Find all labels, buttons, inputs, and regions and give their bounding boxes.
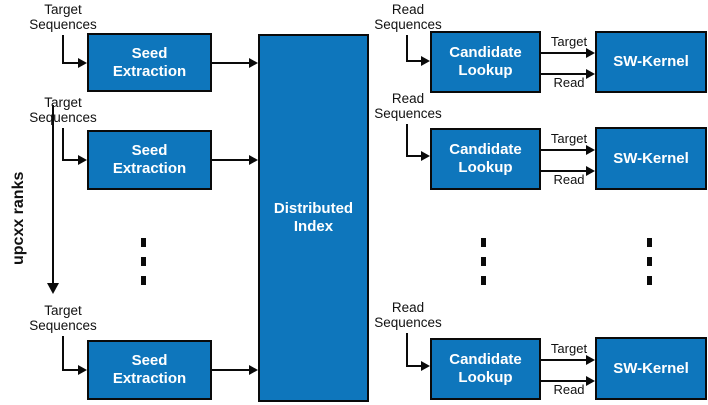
read-sequences-label-1: Read Sequences	[374, 2, 442, 33]
lookup-to-kernel-read-line-2	[541, 170, 588, 172]
edge-label-read-2: Read	[553, 172, 585, 187]
target-input-arrowhead-icon-3	[78, 365, 87, 375]
seed-to-index-arrowhead-icon-1	[249, 58, 258, 68]
upcxx-ranks-axis-line	[52, 105, 54, 283]
lookup-to-kernel-read-arrowhead-icon-3	[586, 376, 595, 386]
target-input-hline-1	[62, 62, 79, 64]
read-input-hline-2	[406, 155, 423, 157]
seed-extraction-box-2[interactable]: Seed Extraction	[87, 130, 212, 190]
lookup-to-kernel-target-arrowhead-icon-1	[586, 48, 595, 58]
read-input-arrowhead-icon-2	[421, 151, 430, 161]
read-sequences-label-2: Read Sequences	[374, 91, 442, 122]
vertical-ellipsis-sw-kernel	[646, 238, 652, 285]
lookup-to-kernel-target-line-2	[541, 149, 588, 151]
read-input-hline-3	[406, 365, 423, 367]
target-input-vline-1	[62, 35, 64, 64]
edge-label-read-3: Read	[553, 382, 585, 397]
target-input-arrowhead-icon-1	[78, 58, 87, 68]
target-sequences-label-1: Target Sequences	[29, 2, 97, 33]
upcxx-ranks-arrowhead-icon	[47, 283, 59, 294]
sw-kernel-box-3[interactable]: SW-Kernel	[595, 337, 707, 400]
read-input-arrowhead-icon-1	[421, 56, 430, 66]
distributed-index-box[interactable]: Distributed Index	[258, 34, 369, 402]
target-input-vline-3	[62, 336, 64, 371]
seed-to-index-line-2	[212, 159, 250, 161]
edge-label-target-1: Target	[550, 34, 588, 49]
lookup-to-kernel-read-arrowhead-icon-1	[586, 69, 595, 79]
lookup-to-kernel-read-line-1	[541, 73, 588, 75]
candidate-lookup-box-3[interactable]: Candidate Lookup	[430, 338, 541, 400]
seed-extraction-box-3[interactable]: Seed Extraction	[87, 340, 212, 400]
lookup-to-kernel-target-arrowhead-icon-3	[586, 355, 595, 365]
target-input-hline-2	[62, 159, 79, 161]
vertical-ellipsis-candidate-lookup	[480, 238, 486, 285]
upcxx-ranks-label: upcxx ranks	[10, 171, 27, 265]
target-sequences-label-2: Target Sequences	[29, 95, 97, 126]
edge-label-read-1: Read	[553, 75, 585, 90]
seed-extraction-box-1[interactable]: Seed Extraction	[87, 33, 212, 92]
target-input-arrowhead-icon-2	[78, 155, 87, 165]
edge-label-target-2: Target	[550, 131, 588, 146]
read-input-vline-2	[406, 124, 408, 157]
sw-kernel-box-2[interactable]: SW-Kernel	[595, 127, 707, 190]
seed-to-index-arrowhead-icon-2	[249, 155, 258, 165]
read-input-vline-1	[406, 35, 408, 62]
lookup-to-kernel-read-arrowhead-icon-2	[586, 166, 595, 176]
edge-label-target-3: Target	[550, 341, 588, 356]
seed-to-index-line-1	[212, 62, 250, 64]
target-sequences-label-3: Target Sequences	[29, 303, 97, 334]
read-input-arrowhead-icon-3	[421, 361, 430, 371]
lookup-to-kernel-target-arrowhead-icon-2	[586, 145, 595, 155]
lookup-to-kernel-target-line-1	[541, 52, 588, 54]
read-sequences-label-3: Read Sequences	[374, 300, 442, 331]
lookup-to-kernel-target-line-3	[541, 359, 588, 361]
read-input-vline-3	[406, 333, 408, 367]
lookup-to-kernel-read-line-3	[541, 380, 588, 382]
candidate-lookup-box-1[interactable]: Candidate Lookup	[430, 31, 541, 93]
sw-kernel-box-1[interactable]: SW-Kernel	[595, 31, 707, 93]
target-input-hline-3	[62, 369, 79, 371]
seed-to-index-arrowhead-icon-3	[249, 365, 258, 375]
target-input-vline-2	[62, 128, 64, 161]
candidate-lookup-box-2[interactable]: Candidate Lookup	[430, 128, 541, 190]
vertical-ellipsis-seed-extraction	[140, 238, 146, 285]
read-input-hline-1	[406, 60, 423, 62]
seed-to-index-line-3	[212, 369, 250, 371]
